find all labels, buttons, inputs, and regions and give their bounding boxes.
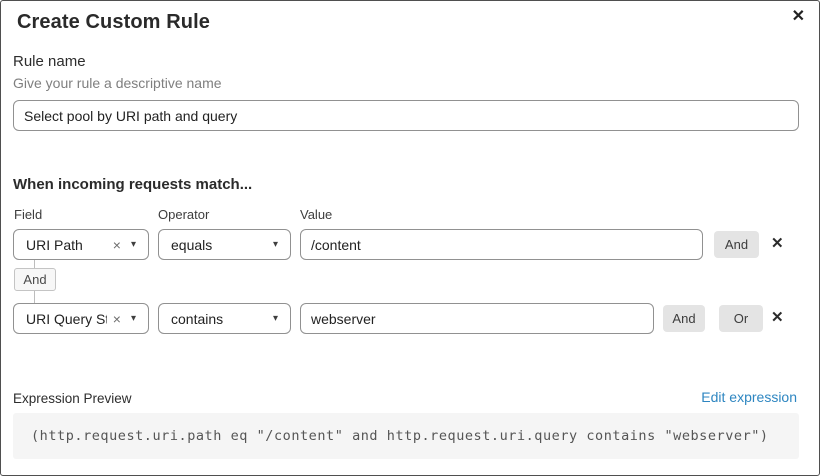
connector-line-top [34, 260, 35, 268]
row2-field-select[interactable]: URI Query St... × ▾ [13, 303, 149, 334]
row2-or-button[interactable]: Or [719, 305, 763, 332]
row1-and-button[interactable]: And [714, 231, 759, 258]
dialog-title: Create Custom Rule [17, 11, 210, 33]
rule-name-label: Rule name [13, 53, 86, 70]
chevron-down-icon: ▾ [130, 312, 136, 324]
match-heading: When incoming requests match... [13, 176, 253, 193]
chevron-down-icon: ▾ [272, 238, 278, 250]
row1-field-select[interactable]: URI Path × ▾ [13, 229, 149, 260]
row1-remove-icon[interactable]: ✕ [771, 235, 784, 252]
chevron-down-icon: ▾ [272, 312, 278, 324]
chevron-down-icon: ▾ [130, 238, 136, 250]
row2-field-value: URI Query St... [26, 310, 107, 327]
row1-operator-select[interactable]: equals ▾ [158, 229, 291, 260]
row1-value-input[interactable] [300, 229, 703, 260]
row2-value-input[interactable] [300, 303, 654, 334]
rule-name-helper: Give your rule a descriptive name [13, 75, 222, 91]
column-label-field: Field [14, 207, 43, 222]
row1-operator-value: equals [171, 236, 213, 253]
edit-expression-link[interactable]: Edit expression [701, 389, 797, 405]
rule-name-input[interactable] [13, 100, 799, 131]
row1-field-value: URI Path [26, 236, 83, 253]
row2-operator-select[interactable]: contains ▾ [158, 303, 291, 334]
close-icon[interactable]: ✕ [791, 8, 805, 25]
column-label-value: Value [300, 207, 333, 222]
connector-line-bottom [34, 291, 35, 303]
row2-field-clear-icon[interactable]: × [112, 310, 121, 327]
row2-operator-value: contains [171, 310, 224, 327]
row2-and-button[interactable]: And [663, 305, 705, 332]
row1-field-clear-icon[interactable]: × [112, 236, 121, 253]
column-label-operator: Operator [158, 207, 210, 222]
row2-remove-icon[interactable]: ✕ [771, 309, 784, 326]
expression-preview-label: Expression Preview [13, 391, 132, 406]
connector-and-badge: And [14, 268, 56, 291]
expression-code: (http.request.uri.path eq "/content" and… [13, 413, 799, 459]
